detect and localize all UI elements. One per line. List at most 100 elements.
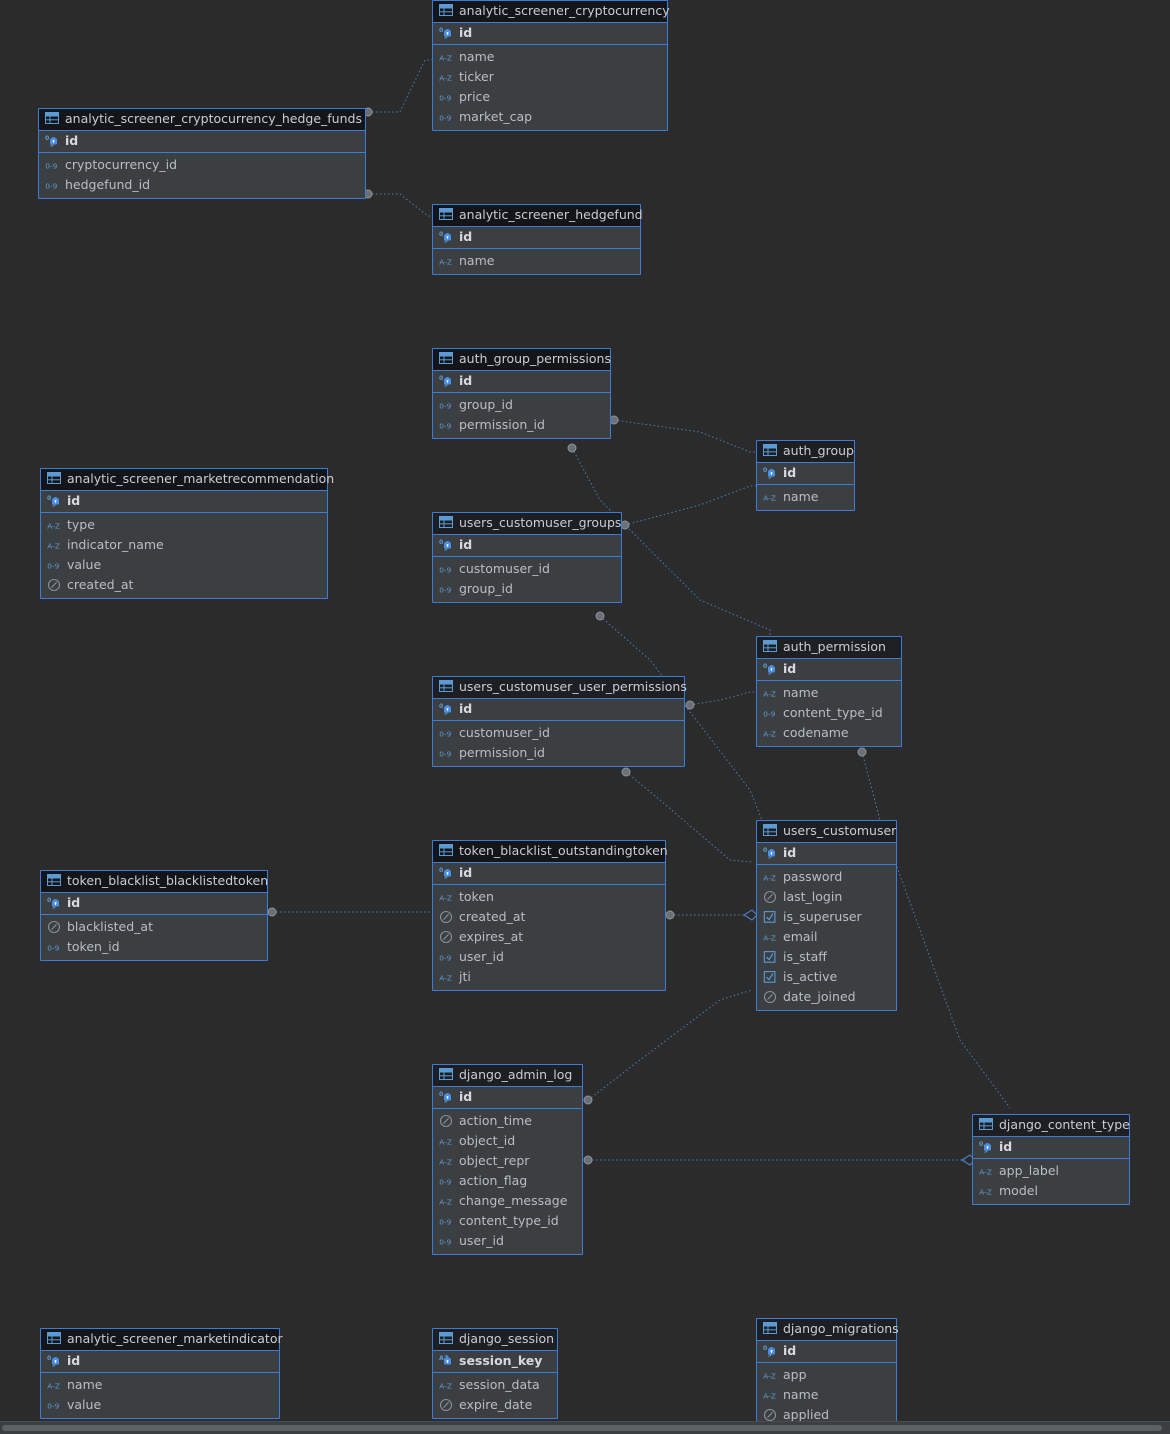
table-header[interactable]: users_customuser_user_permissions xyxy=(433,677,687,699)
table-node-django_session[interactable]: django_sessionAZsession_keyA-Zsession_da… xyxy=(432,1328,558,1419)
scrollbar-thumb[interactable] xyxy=(2,1425,1162,1431)
relationship-endpoint-dot[interactable] xyxy=(609,415,619,425)
column-row[interactable]: created_at xyxy=(433,907,665,927)
column-row[interactable]: last_login xyxy=(757,887,896,907)
relationship-endpoint-dot[interactable] xyxy=(583,1095,593,1105)
table-header[interactable]: users_customuser xyxy=(757,821,896,843)
column-row[interactable]: applied xyxy=(757,1405,896,1425)
horizontal-scrollbar[interactable] xyxy=(0,1421,1170,1434)
table-header[interactable]: analytic_screener_marketrecommendation xyxy=(41,469,334,491)
table-node-analytic_screener_cryptocurrency_hedge_funds[interactable]: analytic_screener_cryptocurrency_hedge_f… xyxy=(38,108,366,199)
table-header[interactable]: analytic_screener_marketindicator xyxy=(41,1329,283,1351)
relationship-endpoint-dot[interactable] xyxy=(583,1155,593,1165)
relationship-endpoint-dot[interactable] xyxy=(595,611,605,621)
column-row[interactable]: action_time xyxy=(433,1111,582,1131)
table-header[interactable]: django_content_type xyxy=(973,1115,1130,1137)
table-header[interactable]: django_admin_log xyxy=(433,1065,582,1087)
table-header[interactable]: users_customuser_groups xyxy=(433,513,621,535)
column-row[interactable]: date_joined xyxy=(757,987,896,1007)
column-row[interactable]: expires_at xyxy=(433,927,665,947)
table-header[interactable]: auth_group_permissions xyxy=(433,349,611,371)
relationship-endpoint-dot[interactable] xyxy=(620,520,630,530)
relationship-endpoint-dot[interactable] xyxy=(567,443,577,453)
relationship-endpoint-dot[interactable] xyxy=(621,767,631,777)
table-header[interactable]: django_session xyxy=(433,1329,557,1351)
primary-key-row[interactable]: AZsession_key xyxy=(433,1351,557,1373)
column-row[interactable]: is_staff xyxy=(757,947,896,967)
column-row[interactable]: is_superuser xyxy=(757,907,896,927)
table-header[interactable]: analytic_screener_hedgefund xyxy=(433,205,643,227)
relationship-endpoint-dot[interactable] xyxy=(267,907,277,917)
relationship-endpoint-dot[interactable] xyxy=(857,747,867,757)
table-header[interactable]: django_migrations xyxy=(757,1319,899,1341)
table-header[interactable]: auth_permission xyxy=(757,637,901,659)
column-row[interactable]: blacklisted_at xyxy=(41,917,267,937)
column-row[interactable]: created_at xyxy=(41,575,327,595)
relationship-endpoint-dot[interactable] xyxy=(685,700,695,710)
table-header[interactable]: token_blacklist_blacklistedtoken xyxy=(41,871,268,893)
relationship-endpoint-dot[interactable] xyxy=(665,910,675,920)
table-header[interactable]: analytic_screener_cryptocurrency_hedge_f… xyxy=(39,109,365,131)
